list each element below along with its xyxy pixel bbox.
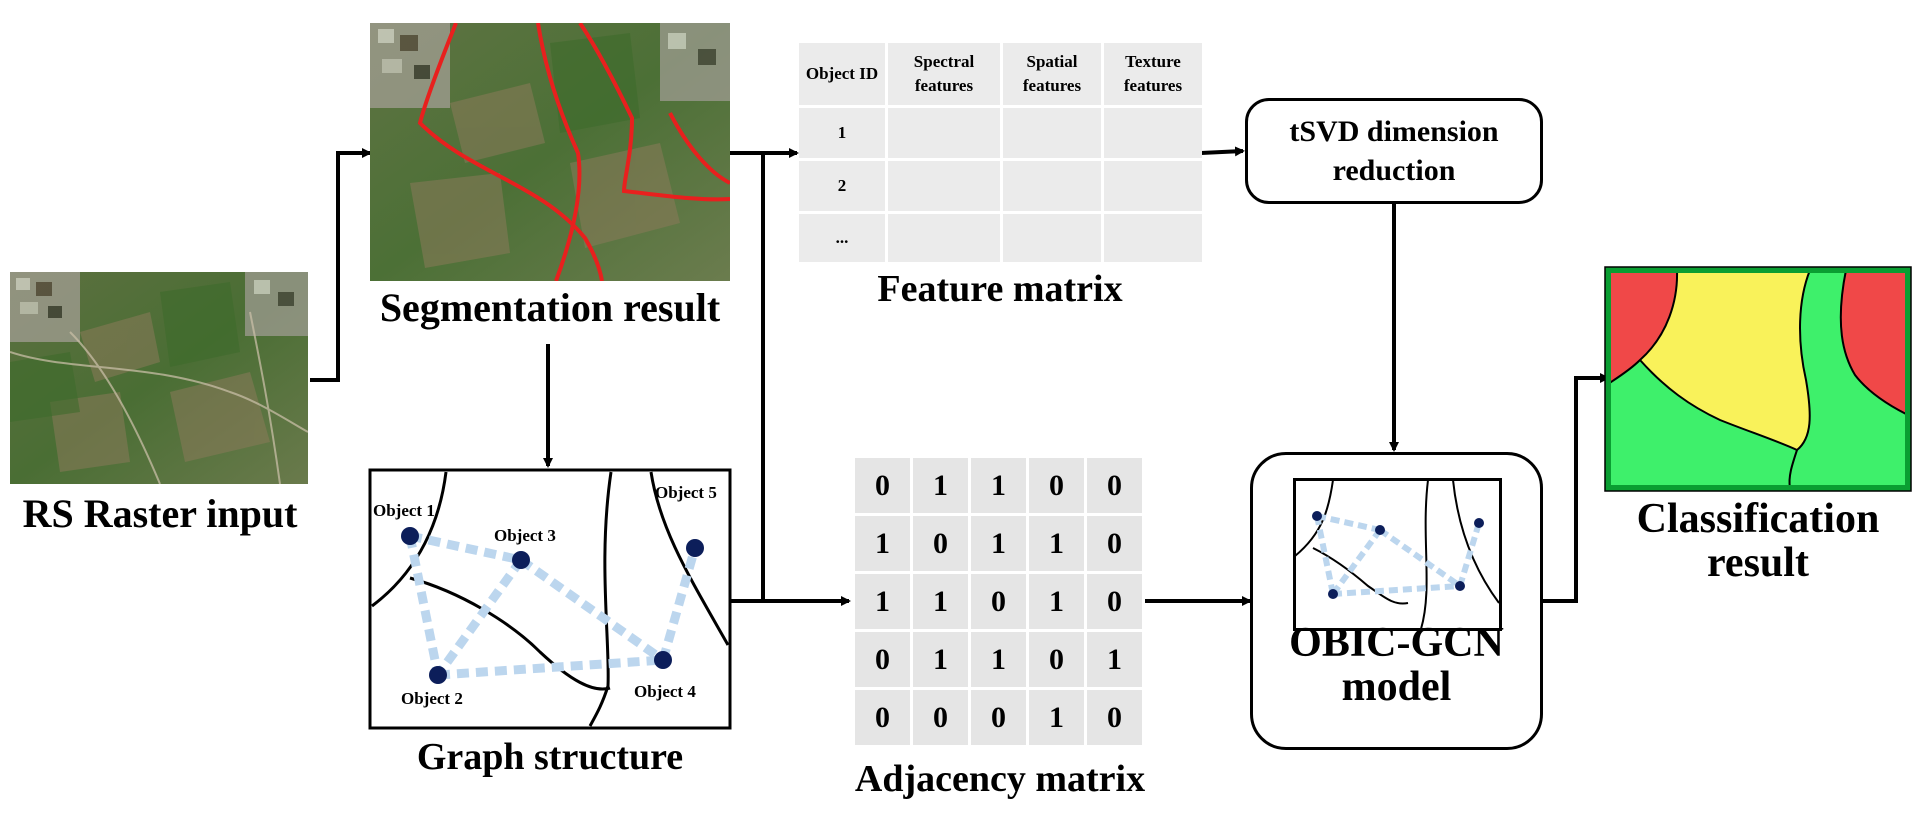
adjacency-cell: 1 — [913, 574, 968, 629]
adjacency-cell: 0 — [1087, 574, 1142, 629]
obic-gcn-model-box: OBIC-GCN model — [1250, 452, 1543, 750]
feature-matrix-caption: Feature matrix — [877, 268, 1123, 310]
adjacency-cell: 0 — [1087, 516, 1142, 571]
adjacency-row: 0 0 0 1 0 — [855, 690, 1142, 745]
adjacency-row: 0 1 1 0 0 — [855, 458, 1142, 513]
feature-cell — [1003, 214, 1101, 262]
adjacency-cell: 0 — [913, 516, 968, 571]
feature-matrix-row: 1 — [799, 108, 1202, 158]
model-graph-icon — [1293, 478, 1502, 631]
classification-map — [1604, 266, 1912, 492]
feature-cell — [1003, 108, 1101, 158]
graph-node-object-5 — [686, 539, 704, 557]
adjacency-cell: 1 — [1029, 516, 1084, 571]
classification-caption-line2: result — [1707, 540, 1809, 587]
feature-matrix-row: 2 — [799, 161, 1202, 211]
feature-cell — [1104, 108, 1202, 158]
adjacency-row: 1 0 1 1 0 — [855, 516, 1142, 571]
graph-structure-caption: Graph structure — [416, 736, 684, 778]
feature-cell — [1003, 161, 1101, 211]
graph-label-object-1: Object 1 — [373, 501, 435, 520]
adjacency-cell: 0 — [855, 690, 910, 745]
adjacency-cell: 0 — [1029, 458, 1084, 513]
graph-node-object-2 — [429, 666, 447, 684]
adjacency-cell: 1 — [971, 458, 1026, 513]
adjacency-matrix-caption: Adjacency matrix — [854, 758, 1146, 800]
feature-matrix-table: Object ID Spectral features Spatial feat… — [796, 40, 1205, 265]
feature-cell — [888, 108, 1000, 158]
model-label-line2: model — [1341, 664, 1452, 711]
feature-matrix-header-row: Object ID Spectral features Spatial feat… — [799, 43, 1202, 105]
row-object-id: ... — [799, 214, 885, 262]
adjacency-cell: 1 — [855, 574, 910, 629]
header-spatial-features: Spatial features — [1003, 43, 1101, 105]
graph-node-object-1 — [401, 527, 419, 545]
adjacency-matrix-table: 0 1 1 0 0 1 0 1 1 0 1 1 0 1 0 0 1 1 0 1 … — [852, 455, 1145, 748]
adjacency-cell: 1 — [1087, 632, 1142, 687]
adjacency-row: 1 1 0 1 0 — [855, 574, 1142, 629]
adjacency-cell: 1 — [913, 458, 968, 513]
graph-label-object-5: Object 5 — [655, 483, 717, 502]
graph-structure-panel: Object 1 Object 3 Object 5 Object 2 Obje… — [368, 468, 732, 730]
feature-matrix-row: ... — [799, 214, 1202, 262]
adjacency-cell: 0 — [913, 690, 968, 745]
adjacency-cell: 1 — [1029, 574, 1084, 629]
adjacency-cell: 0 — [971, 574, 1026, 629]
tsvd-label-line2: reduction — [1332, 154, 1456, 187]
graph-label-object-3: Object 3 — [494, 526, 556, 545]
model-label-line1: OBIC-GCN — [1289, 620, 1504, 666]
feature-cell — [1104, 161, 1202, 211]
classification-result-caption: Classification result — [1600, 497, 1916, 585]
adjacency-row: 0 1 1 0 1 — [855, 632, 1142, 687]
adjacency-cell: 0 — [855, 458, 910, 513]
tsvd-label-line1: tSVD dimension — [1289, 115, 1499, 148]
graph-label-object-2: Object 2 — [401, 689, 463, 708]
adjacency-cell: 1 — [971, 516, 1026, 571]
graph-node-object-3 — [512, 551, 530, 569]
obic-gcn-model-label: OBIC-GCN model — [1253, 621, 1540, 709]
adjacency-cell: 1 — [971, 632, 1026, 687]
header-texture-features: Texture features — [1104, 43, 1202, 105]
graph-node-object-4 — [654, 651, 672, 669]
header-spectral-features: Spectral features — [888, 43, 1000, 105]
adjacency-cell: 1 — [1029, 690, 1084, 745]
feature-cell — [888, 214, 1000, 262]
arrow-input-to-segmentation — [310, 148, 372, 382]
graph-label-object-4: Object 4 — [634, 682, 696, 701]
adjacency-cell: 1 — [913, 632, 968, 687]
adjacency-cell: 0 — [855, 632, 910, 687]
adjacency-cell: 1 — [855, 516, 910, 571]
arrow-model-to-classification — [1543, 373, 1610, 603]
rs-raster-input-image — [10, 272, 308, 484]
header-object-id: Object ID — [799, 43, 885, 105]
arrow-feature-matrix-to-tsvd — [1200, 146, 1245, 157]
adjacency-cell: 0 — [1087, 690, 1142, 745]
feature-cell — [1104, 214, 1202, 262]
connector-arrows — [310, 146, 1610, 606]
segmentation-result-caption: Segmentation result — [379, 285, 721, 330]
adjacency-cell: 0 — [1087, 458, 1142, 513]
row-object-id: 1 — [799, 108, 885, 158]
feature-cell — [888, 161, 1000, 211]
rs-raster-input-caption: RS Raster input — [22, 491, 298, 536]
classification-caption-line1: Classification — [1636, 496, 1880, 542]
segmentation-result-image — [370, 23, 730, 281]
adjacency-cell: 0 — [971, 690, 1026, 745]
row-object-id: 2 — [799, 161, 885, 211]
adjacency-cell: 0 — [1029, 632, 1084, 687]
tsvd-dimension-reduction-box: tSVD dimension reduction — [1245, 98, 1543, 204]
